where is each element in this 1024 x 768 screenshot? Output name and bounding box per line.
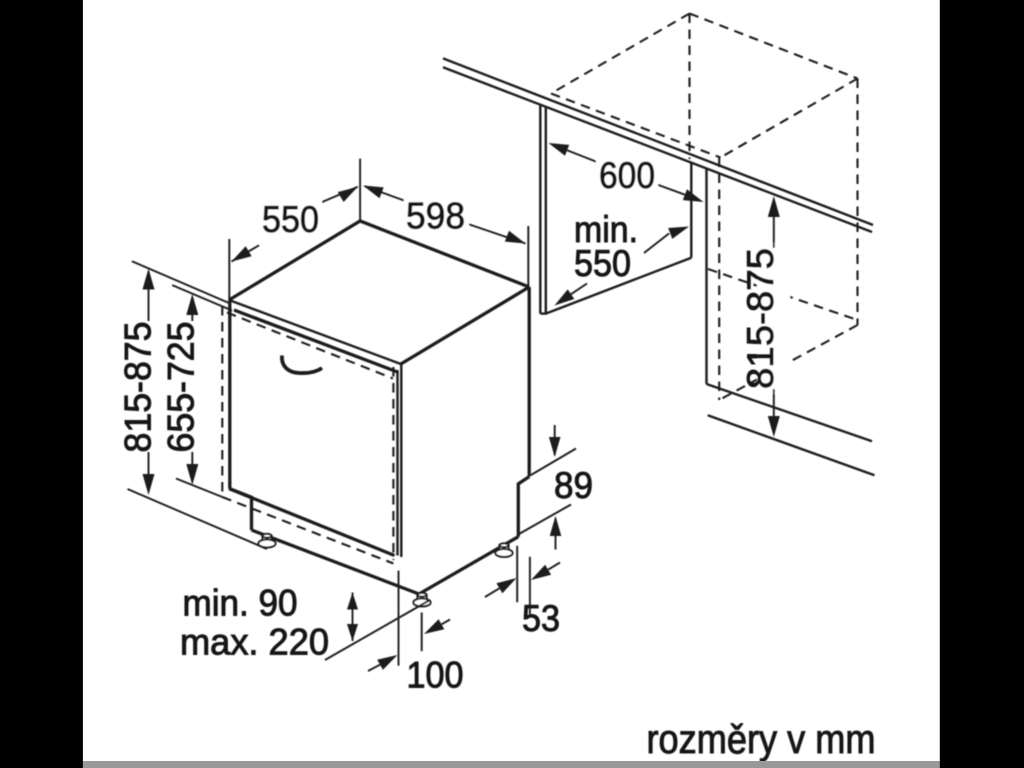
svg-text:rozměry v mm: rozměry v mm xyxy=(647,716,876,762)
svg-text:598: 598 xyxy=(406,196,465,237)
svg-text:min. 90: min. 90 xyxy=(183,583,298,624)
svg-text:815-875: 815-875 xyxy=(740,248,781,389)
svg-text:550: 550 xyxy=(262,199,319,240)
svg-text:89: 89 xyxy=(554,465,593,506)
svg-text:max. 220: max. 220 xyxy=(180,622,329,663)
svg-text:655-725: 655-725 xyxy=(161,322,202,453)
svg-text:100: 100 xyxy=(407,655,464,696)
svg-text:53: 53 xyxy=(522,598,560,639)
svg-text:min.: min. xyxy=(574,209,638,250)
svg-text:815-875: 815-875 xyxy=(118,322,159,453)
svg-text:600: 600 xyxy=(599,155,655,196)
svg-text:550: 550 xyxy=(574,243,631,284)
